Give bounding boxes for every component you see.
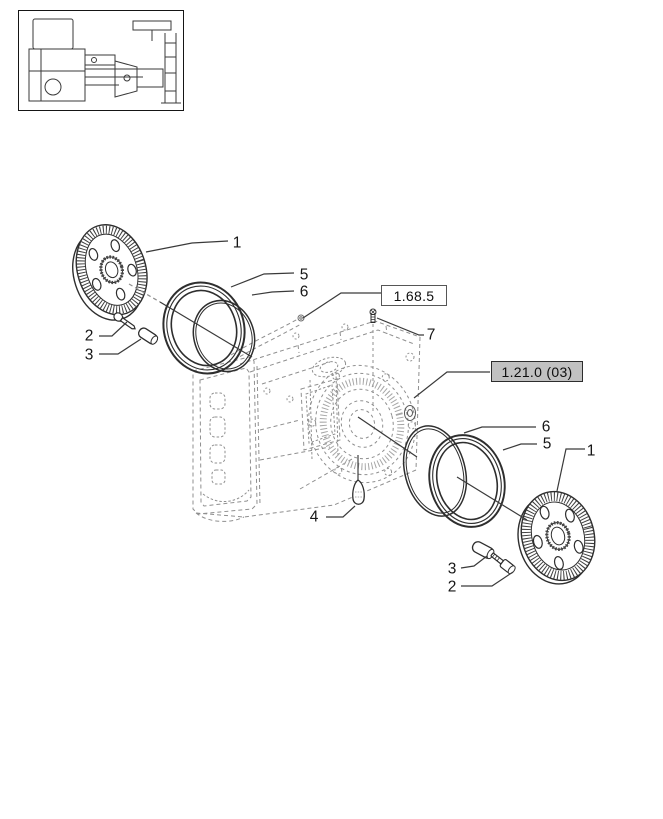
brake-disc-left	[72, 224, 148, 321]
callout-2-left: 2	[84, 327, 94, 345]
plug	[352, 455, 365, 505]
overview-thumbnail	[18, 10, 184, 111]
side-boss	[404, 405, 416, 421]
brake-disc-right	[517, 490, 596, 585]
callout-6-left: 6	[299, 283, 309, 301]
retaining-ring-right	[428, 434, 506, 528]
callout-2-right: 2	[447, 578, 457, 596]
ref-box-1210-03[interactable]: 1.21.0 (03)	[491, 361, 583, 382]
ref-box-1685[interactable]: 1.68.5	[381, 285, 447, 306]
callout-7: 7	[426, 326, 436, 344]
stud-bolt-right	[490, 552, 516, 575]
callout-1-right: 1	[586, 442, 596, 460]
tractor-side-schematic	[28, 18, 181, 104]
seal-ring-left	[192, 299, 256, 373]
retaining-ring-left	[162, 281, 246, 375]
callout-5-right: 5	[542, 435, 552, 453]
transmission-housing	[192, 314, 421, 522]
bushing-left	[137, 327, 159, 345]
callout-3-right: 3	[447, 560, 457, 578]
screw	[369, 308, 377, 412]
leader-lines	[99, 240, 585, 587]
brake-bore	[308, 364, 416, 484]
callout-4: 4	[309, 508, 319, 526]
callout-1-left: 1	[232, 234, 242, 252]
seal-ring-right	[402, 425, 468, 517]
callout-6-right: 6	[541, 418, 551, 436]
callout-5-left: 5	[299, 266, 309, 284]
callout-3-left: 3	[84, 346, 94, 364]
stud-bolt-left	[113, 312, 136, 330]
